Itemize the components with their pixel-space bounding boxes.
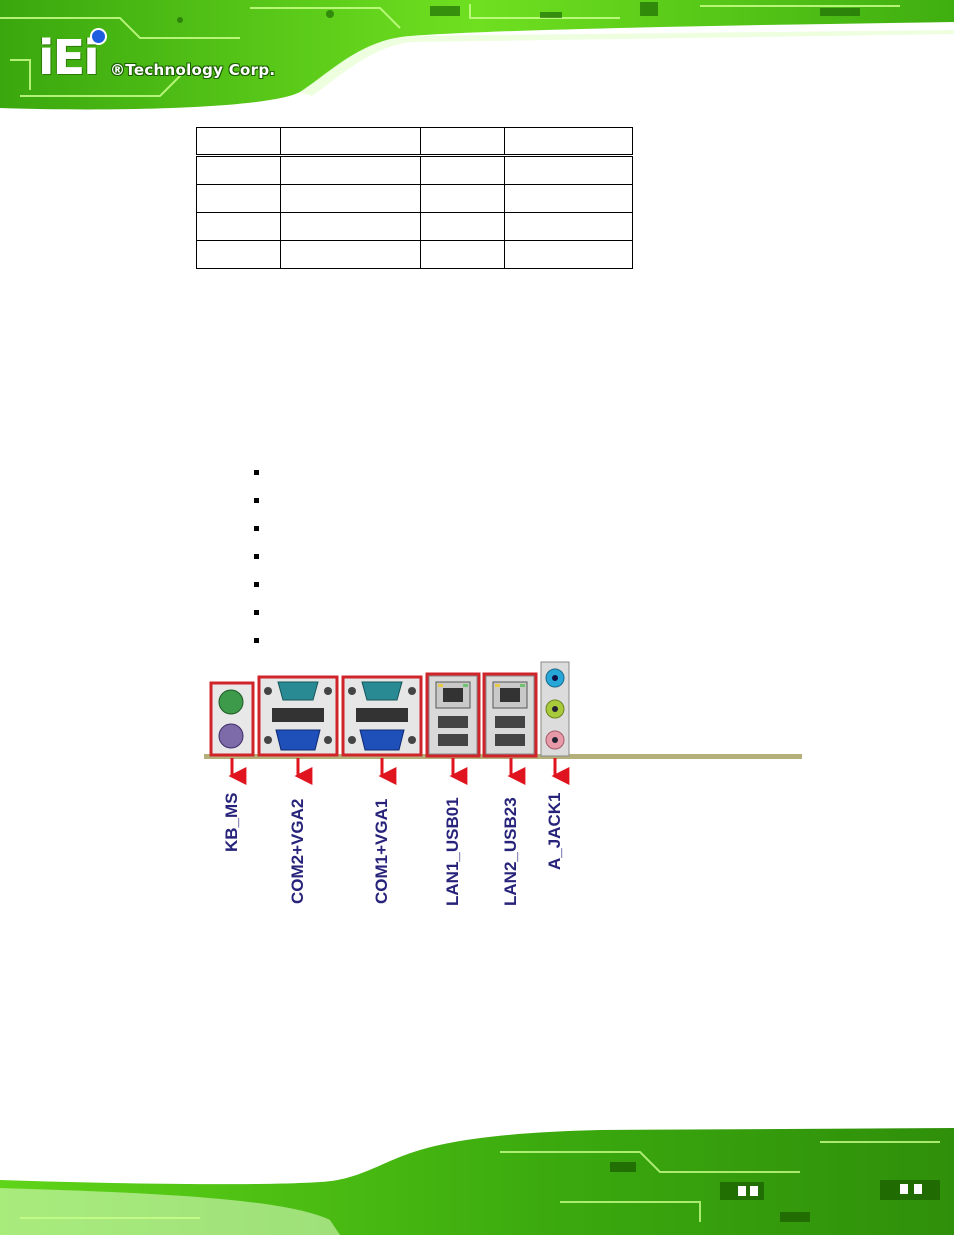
table-cell xyxy=(280,127,421,157)
logo-mark: iEi xyxy=(38,30,100,86)
table-row xyxy=(196,184,633,213)
connector-label-com2-vga2: COM2+VGA2 xyxy=(288,798,307,904)
table-row xyxy=(196,212,633,241)
list-item xyxy=(250,462,268,490)
list-item xyxy=(250,602,268,630)
list-item xyxy=(250,630,268,658)
pointer-arrows xyxy=(228,758,570,785)
audio-jack-connector xyxy=(540,661,570,757)
bullet-icon xyxy=(254,526,259,531)
usb-port-icon xyxy=(438,734,468,746)
logo-subtitle: ®Technology Corp. xyxy=(110,61,276,79)
table-cell xyxy=(504,155,633,185)
footer-banner xyxy=(0,1122,954,1235)
connector-label-a-jack1: A_JACK1 xyxy=(545,792,564,870)
table-cell xyxy=(196,212,281,241)
table-cell xyxy=(504,184,633,213)
lan2-usb23-connector xyxy=(482,672,538,758)
logo-dot-icon xyxy=(90,28,107,45)
kb-ms-connector xyxy=(209,681,255,757)
com2-vga2-connector xyxy=(257,675,339,757)
usb-port-icon xyxy=(495,734,525,746)
bullet-icon xyxy=(254,582,259,587)
bullet-icon xyxy=(254,470,259,475)
vga-port-icon xyxy=(359,729,405,751)
table-cell xyxy=(504,212,633,241)
table-cell xyxy=(420,240,505,269)
usb-port-icon xyxy=(438,716,468,728)
bullet-list xyxy=(250,462,268,658)
com-port-icon xyxy=(361,681,403,701)
table-row xyxy=(196,240,633,269)
table-cell xyxy=(280,212,421,241)
table-cell xyxy=(196,240,281,269)
table-cell xyxy=(280,184,421,213)
rear-panel-figure: KB_MS COM2+VGA2 COM1+VGA1 LAN1_USB01 LAN… xyxy=(200,658,810,918)
list-item xyxy=(250,490,268,518)
ps2-mouse-port-icon xyxy=(218,689,244,715)
vga-port-icon xyxy=(275,729,321,751)
bullet-icon xyxy=(254,554,259,559)
table-cell xyxy=(196,155,281,185)
bullet-icon xyxy=(254,638,259,643)
table-header-row xyxy=(196,127,633,157)
list-item xyxy=(250,518,268,546)
table-cell xyxy=(280,155,421,185)
header-banner xyxy=(0,0,954,112)
connector-label-com1-vga1: COM1+VGA1 xyxy=(372,798,391,904)
usb-port-icon xyxy=(495,716,525,728)
table-cell xyxy=(420,127,505,157)
list-item xyxy=(250,574,268,602)
table-cell xyxy=(196,184,281,213)
com-port-icon xyxy=(277,681,319,701)
company-logo: iEi ®Technology Corp. xyxy=(38,28,298,86)
bullet-icon xyxy=(254,610,259,615)
table-cell xyxy=(420,184,505,213)
list-item xyxy=(250,546,268,574)
table-cell xyxy=(196,127,281,157)
table-cell xyxy=(420,212,505,241)
table-row xyxy=(196,155,633,185)
connector-label-kb-ms: KB_MS xyxy=(222,792,241,852)
pinout-table xyxy=(196,127,633,269)
com1-vga1-connector xyxy=(341,675,423,757)
connector-label-lan2-usb23: LAN2_USB23 xyxy=(501,797,520,906)
table-cell xyxy=(280,240,421,269)
table-cell xyxy=(504,127,633,157)
bullet-icon xyxy=(254,498,259,503)
lan1-usb01-connector xyxy=(425,672,481,758)
ps2-keyboard-port-icon xyxy=(218,723,244,749)
table-cell xyxy=(420,155,505,185)
connector-label-lan1-usb01: LAN1_USB01 xyxy=(443,797,462,906)
table-cell xyxy=(504,240,633,269)
